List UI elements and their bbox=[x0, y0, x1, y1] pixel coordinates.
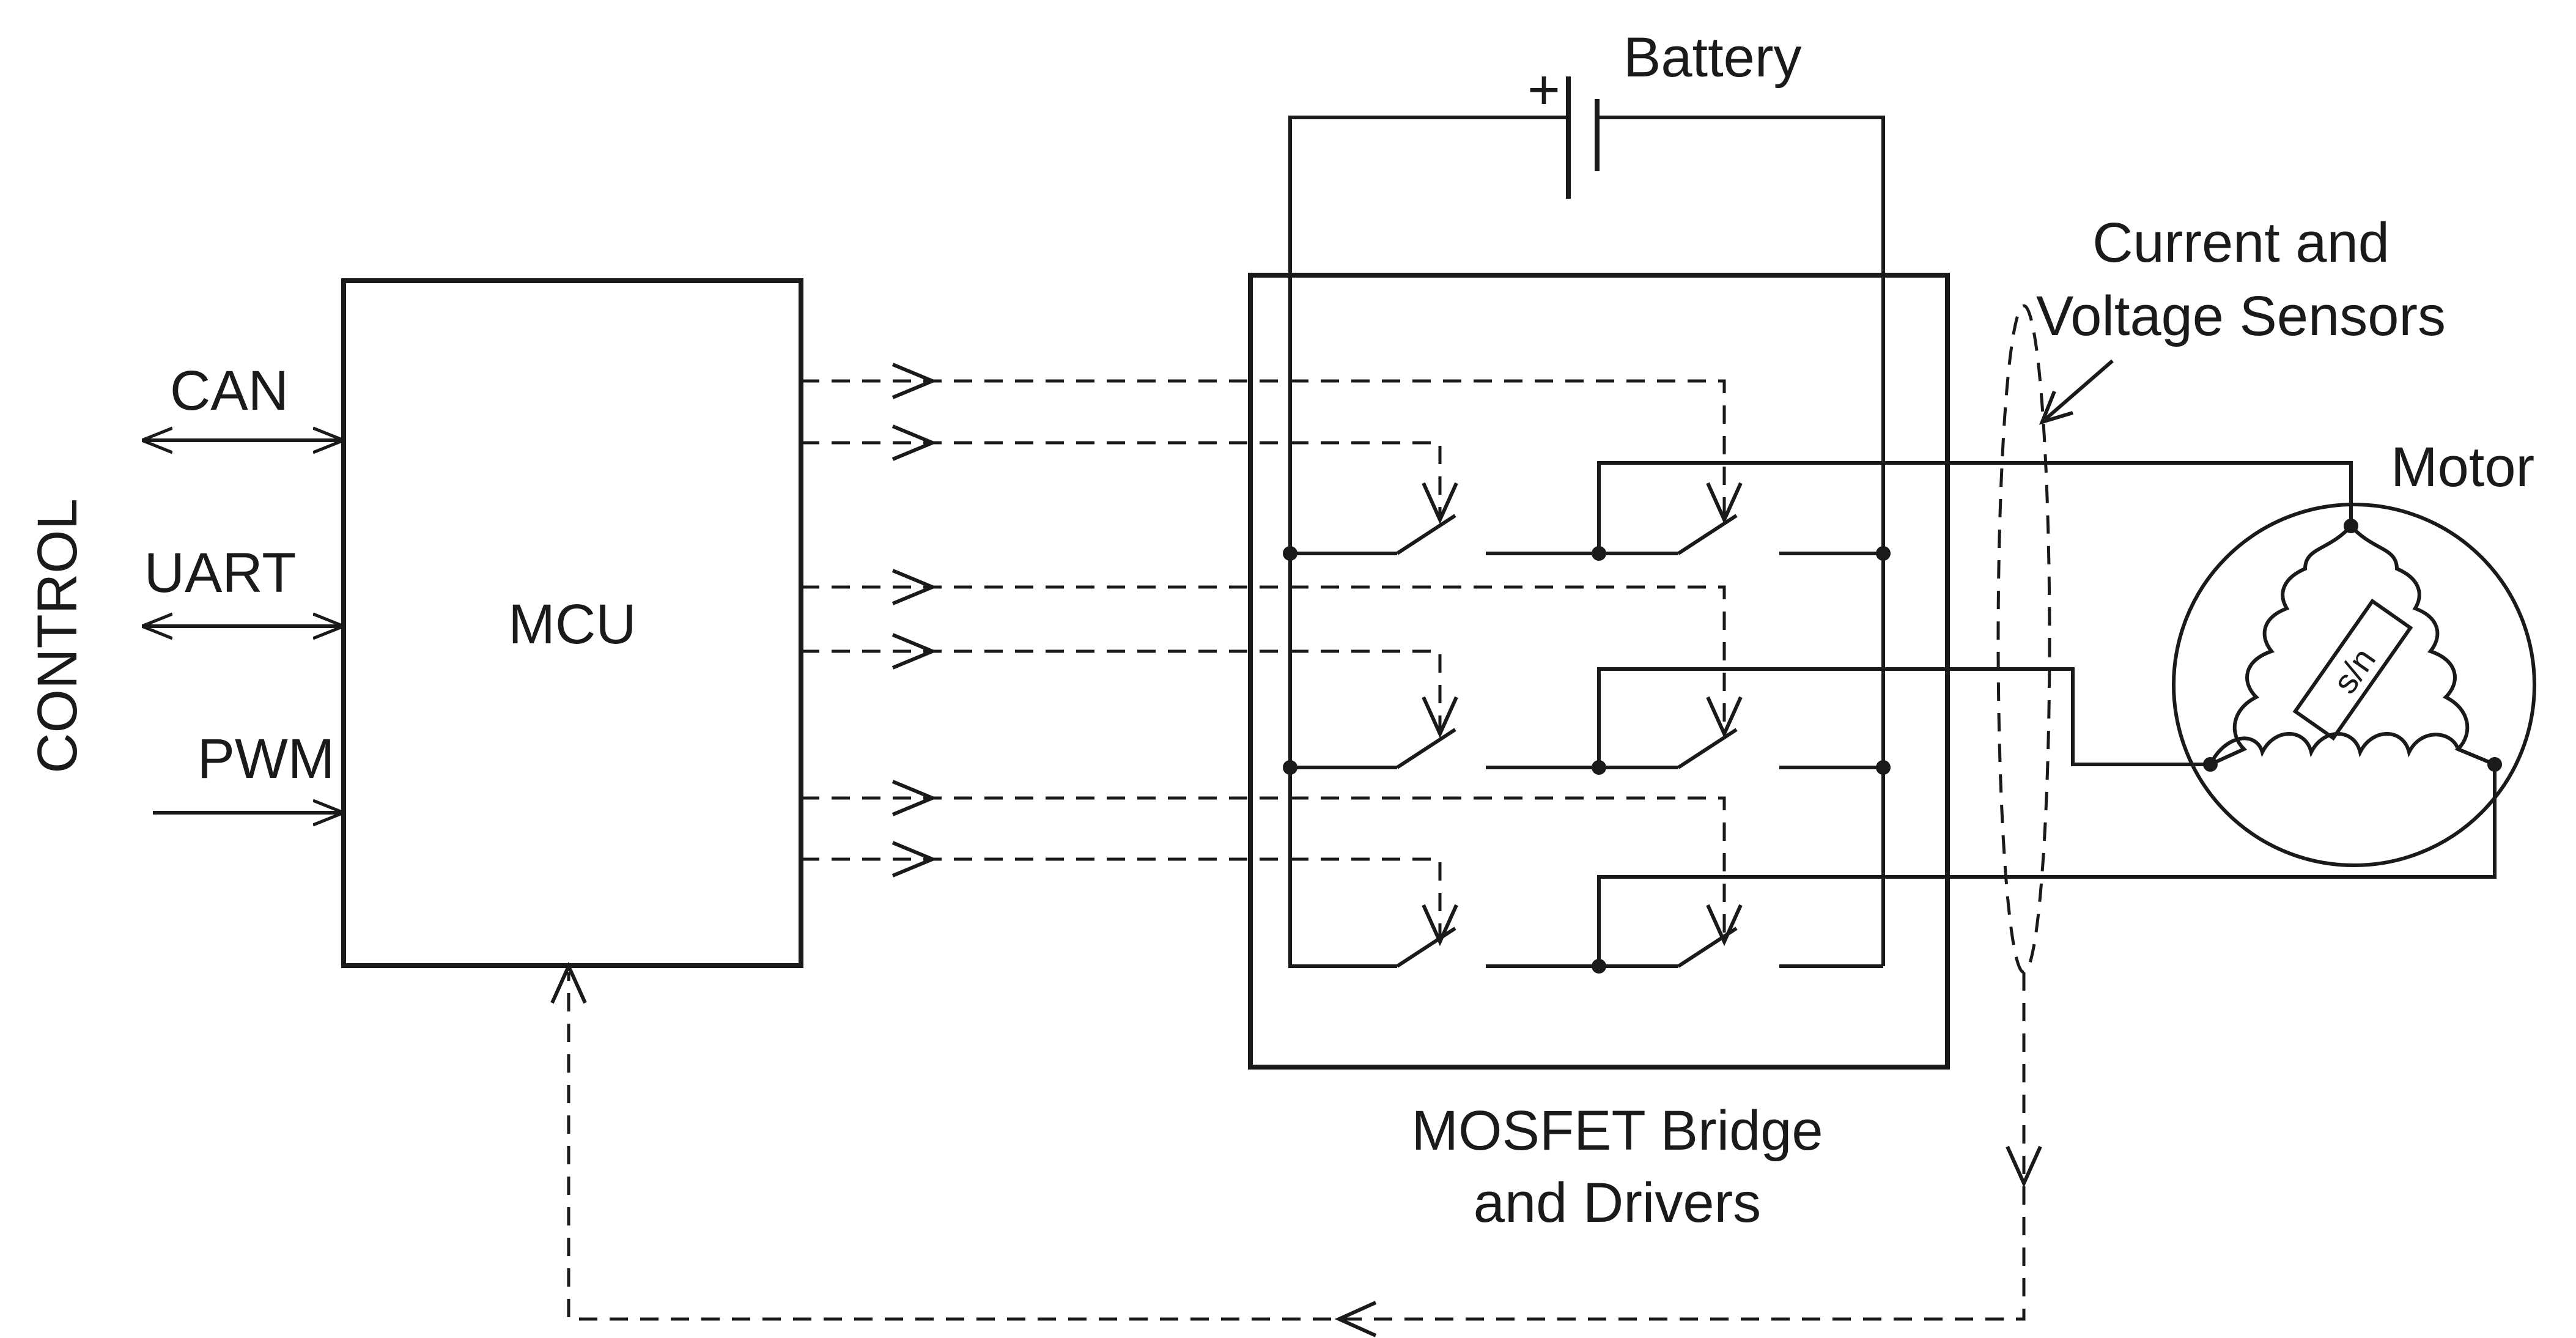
bridge-left-rail bbox=[1288, 545, 1397, 968]
battery-symbol bbox=[1288, 76, 1885, 966]
arrowhead-right bbox=[891, 780, 937, 816]
gate-arrowheads bbox=[891, 363, 1743, 947]
control-label: CONTROL bbox=[26, 498, 89, 774]
arrowhead-right bbox=[891, 633, 937, 670]
arrowhead-right bbox=[891, 424, 937, 461]
arrowhead-down bbox=[1422, 904, 1458, 947]
bridge-label-line2: and Drivers bbox=[1474, 1172, 1761, 1234]
rotor-label: s/n bbox=[2325, 641, 2383, 700]
sensors-pointer bbox=[2041, 359, 2114, 424]
gate-signal-4 bbox=[801, 649, 1442, 734]
feedback-arrowhead-down bbox=[2006, 1145, 2042, 1188]
motor-rotor: s/n bbox=[2292, 598, 2413, 741]
sensors-pointer-head bbox=[2039, 390, 2073, 425]
arrowhead-down bbox=[1706, 482, 1743, 525]
mcu-block bbox=[341, 278, 803, 968]
sensors-label-line1: Current and bbox=[2092, 212, 2390, 274]
feedback-arrowhead-left bbox=[1334, 1301, 1377, 1337]
uart-label: UART bbox=[144, 542, 297, 604]
switch-row-2 bbox=[1290, 667, 2210, 769]
junction-dots bbox=[1283, 519, 2502, 974]
gate-signal-3 bbox=[801, 585, 1726, 734]
arrowhead-right bbox=[891, 569, 937, 605]
switch-row-1 bbox=[1290, 461, 2353, 555]
bridge-label-line1: MOSFET Bridge bbox=[1411, 1100, 1823, 1162]
gate-signal-2 bbox=[801, 441, 1442, 520]
mcu-label: MCU bbox=[508, 593, 637, 656]
gate-signal-1 bbox=[801, 379, 1726, 520]
sensors-label-line2: Voltage Sensors bbox=[2036, 285, 2446, 347]
feedback-arrowhead-up bbox=[550, 961, 587, 1004]
gate-signal-5 bbox=[801, 796, 1726, 942]
feedback-signal bbox=[567, 972, 2026, 1321]
arrowhead-down bbox=[1422, 696, 1458, 739]
motor-windings bbox=[2209, 525, 2496, 766]
motor-label: Motor bbox=[2391, 436, 2534, 498]
switch-row-3 bbox=[1396, 764, 2497, 968]
can-label: CAN bbox=[170, 360, 289, 422]
gate-drive-signals bbox=[801, 379, 1726, 942]
arrowhead-down bbox=[1706, 904, 1743, 947]
arrowhead-down bbox=[1706, 696, 1743, 739]
battery-label: Battery bbox=[1623, 26, 1801, 89]
gate-signal-6 bbox=[801, 857, 1442, 942]
arrowhead-down bbox=[1422, 482, 1458, 525]
arrowhead-right bbox=[891, 841, 937, 878]
motor-housing bbox=[2172, 503, 2536, 867]
mosfet-bridge-block bbox=[1248, 273, 1950, 1070]
pwm-label: PWM bbox=[197, 728, 335, 790]
battery-plus-label: + bbox=[1527, 59, 1560, 121]
sensor-loop bbox=[1996, 304, 2051, 974]
arrowhead-right bbox=[891, 363, 937, 399]
